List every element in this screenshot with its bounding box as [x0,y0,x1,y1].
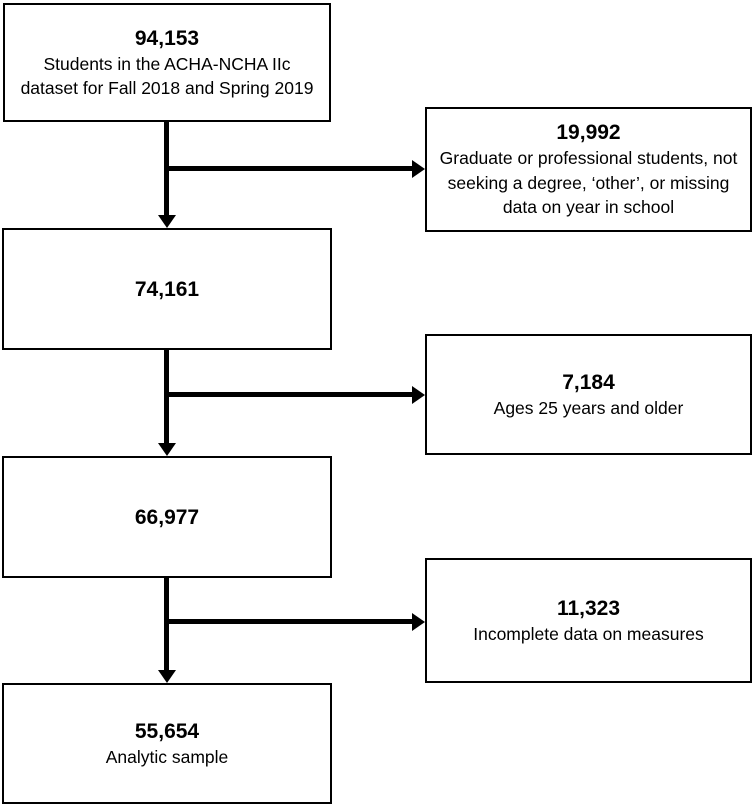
arrow-down-icon [157,670,176,683]
arrow-down-icon [157,443,176,456]
node-count: 7,184 [562,370,615,394]
node-label: Analytic sample [105,746,229,767]
arrow-right-icon [412,385,425,404]
node-excluded-incomplete-data: 11,323 Incomplete data on measures [425,558,752,683]
arrow-right-icon [412,612,425,631]
connector-horizontal-3 [166,619,412,624]
node-count: 11,323 [556,596,621,620]
node-count: 74,161 [134,277,200,301]
arrow-down-icon [157,215,176,228]
node-label: Graduate or professional students, not s… [439,148,738,218]
node-initial-sample: 94,153 Students in the ACHA-NCHA IIc dat… [3,3,331,122]
node-count: 66,977 [134,505,200,529]
connector-horizontal-2 [166,392,412,397]
node-after-age-exclusion: 66,977 [2,456,332,578]
node-label: Incomplete data on measures [473,623,704,644]
node-label: Ages 25 years and older [493,397,684,418]
node-excluded-year-in-school: 19,992 Graduate or professional students… [425,107,752,232]
node-label: Students in the ACHA-NCHA IIc dataset fo… [20,53,314,99]
node-count: 94,153 [134,26,200,50]
node-analytic-sample: 55,654 Analytic sample [2,683,332,804]
connector-horizontal-1 [166,166,412,171]
node-count: 19,992 [556,121,621,145]
connector-vertical-3 [164,578,169,670]
node-after-year-exclusion: 74,161 [2,228,332,350]
node-excluded-age: 7,184 Ages 25 years and older [425,334,752,455]
node-count: 55,654 [134,719,200,743]
arrow-right-icon [412,159,425,178]
